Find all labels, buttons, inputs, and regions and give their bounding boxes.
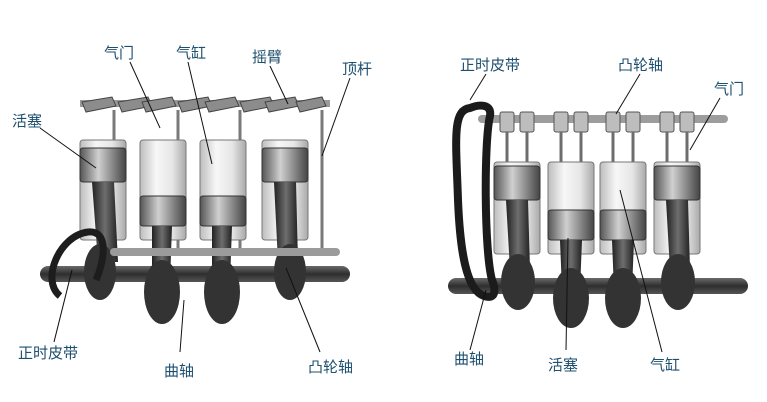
right-engine [448, 101, 748, 328]
right-timing-belt [452, 101, 499, 301]
label-left-rocker-arm: 摇臂 [252, 48, 283, 66]
right-crank-webs [501, 254, 695, 328]
label-right-timing-belt: 正时皮带 [460, 56, 521, 74]
right-cam-lobes [499, 111, 695, 133]
label-left-piston: 活塞 [12, 112, 43, 130]
label-left-push-rod: 顶杆 [342, 60, 373, 78]
left-engine [40, 96, 350, 324]
label-right-crankshaft: 曲轴 [454, 350, 485, 368]
label-right-piston: 活塞 [548, 356, 579, 374]
label-right-valve: 气门 [714, 80, 745, 98]
label-left-valve: 气门 [104, 44, 135, 62]
left-timing-belt [48, 228, 107, 299]
label-left-crankshaft: 曲轴 [164, 362, 195, 380]
label-right-cylinder: 气缸 [650, 356, 681, 374]
label-left-cylinder: 气缸 [176, 44, 207, 62]
label-left-timing-belt: 正时皮带 [18, 344, 79, 362]
left-camshaft [110, 248, 340, 256]
leader-lines [39, 61, 721, 353]
label-right-camshaft: 凸轮轴 [618, 56, 664, 74]
left-crankshaft [40, 266, 350, 282]
rocker-arms [81, 96, 327, 113]
label-left-camshaft: 凸轮轴 [308, 358, 354, 376]
